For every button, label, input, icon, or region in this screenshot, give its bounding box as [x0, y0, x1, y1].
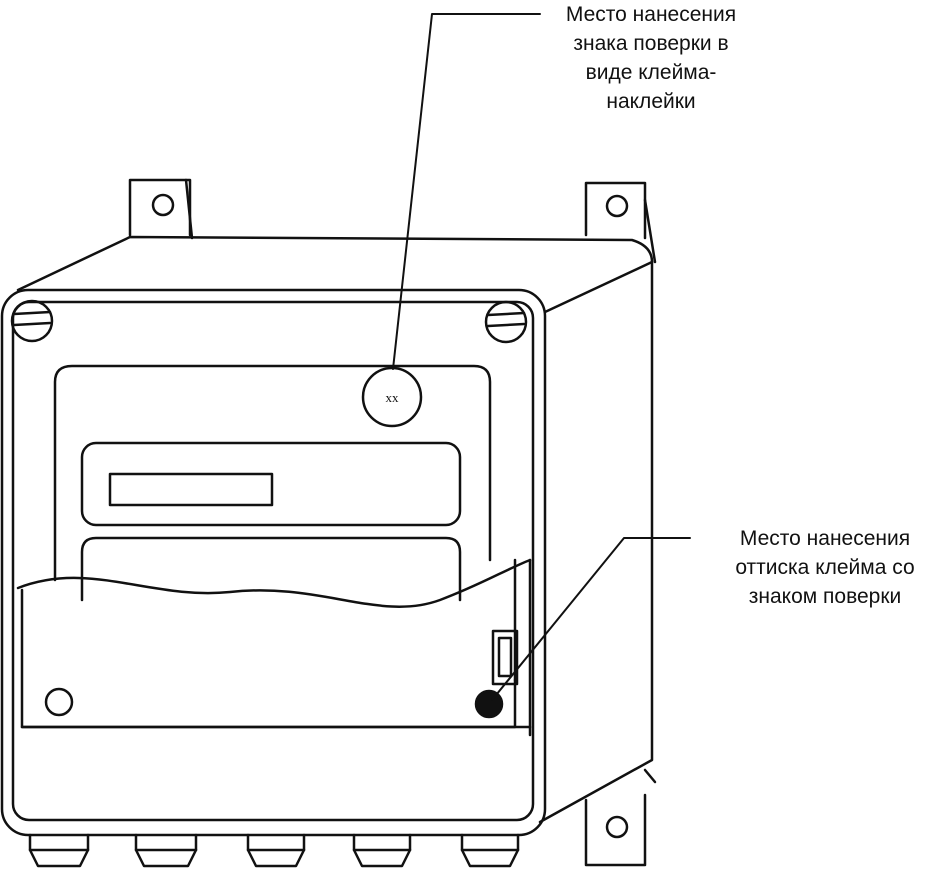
screw-left: [10, 299, 54, 343]
front-cover: [0, 288, 547, 837]
verification-sticker-label: xx: [386, 390, 400, 405]
callout-sticker-line-2: знака поверки в: [573, 32, 729, 55]
seal-impression: [474, 689, 504, 719]
callout-seal-line-1: Место нанесения: [739, 527, 911, 550]
connector: [491, 629, 519, 686]
callout-sticker-line-1: Место нанесения: [565, 3, 737, 26]
cable-gland-1: [28, 833, 90, 868]
verification-sticker: xx: [361, 366, 423, 428]
callout-sticker-location: Место нанесения знака поверки в виде кле…: [540, 0, 762, 116]
screw-right: [484, 300, 528, 344]
mounting-tab-top-left: [128, 178, 194, 240]
cable-gland-3: [246, 833, 306, 868]
cable-gland-4: [352, 833, 412, 868]
cutaway-edge: [16, 558, 532, 608]
housing-outline: [16, 235, 654, 824]
cable-gland-5: [460, 833, 520, 868]
callout-seal-line-3: знаком поверки: [748, 585, 902, 608]
front-panel: [53, 364, 492, 582]
lower-window: [80, 536, 462, 602]
mounting-tab-top-right: [584, 181, 657, 264]
callout-sticker-line-3: виде клейма-: [585, 61, 717, 84]
leader-line-sticker: [392, 13, 541, 370]
inner-board: [20, 558, 532, 737]
cable-gland-2: [134, 833, 198, 868]
leader-line-seal: [491, 537, 691, 701]
callout-sticker-line-4: наклейки: [606, 90, 696, 113]
callout-seal-line-2: оттиска клейма со: [735, 556, 915, 579]
display-window: [80, 441, 462, 527]
callout-seal-location: Место нанесения оттиска клейма со знаком…: [714, 524, 931, 611]
mounting-tab-bottom-right: [584, 768, 657, 867]
